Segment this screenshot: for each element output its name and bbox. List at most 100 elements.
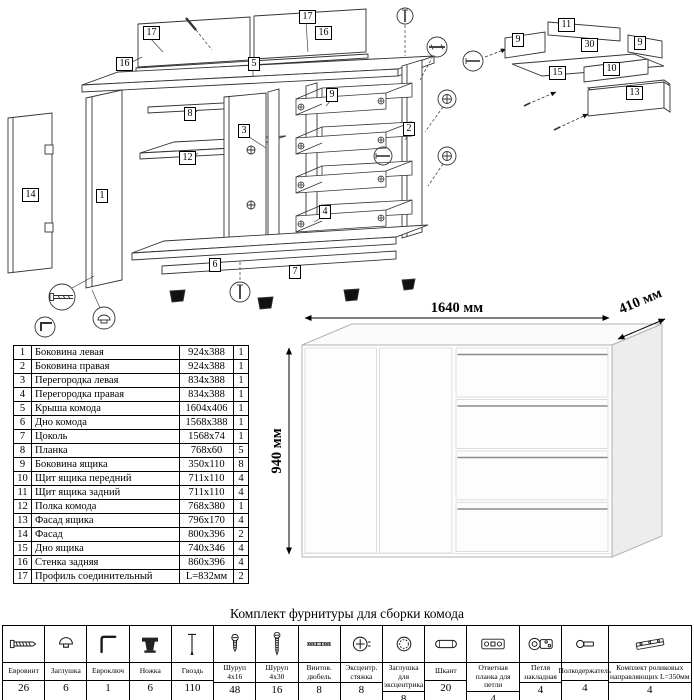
hardware-item: Ножка 6 bbox=[128, 626, 171, 700]
diagram-part-label: 16 bbox=[116, 57, 133, 71]
part-number: 2 bbox=[13, 359, 32, 374]
part-number: 8 bbox=[13, 443, 32, 458]
parts-table-row: 1 Боковина левая 924x388 1 bbox=[13, 345, 249, 360]
part-size: 1604x406 bbox=[179, 401, 234, 416]
shelf-pin-icon bbox=[562, 626, 607, 662]
hardware-item-qty: 110 bbox=[184, 682, 201, 694]
hardware-item-name: Шуруп 4x16 bbox=[214, 662, 256, 684]
callout-plug-icon bbox=[91, 289, 116, 330]
part-number: 5 bbox=[13, 401, 32, 416]
diagram-part-label: 17 bbox=[143, 26, 160, 40]
nail-icon bbox=[172, 626, 213, 662]
part-name: Цоколь bbox=[31, 429, 180, 444]
part-number: 10 bbox=[13, 471, 32, 486]
hardware-item: Гвоздь 110 bbox=[170, 626, 214, 700]
hardware-item-qty: 1 bbox=[105, 682, 111, 694]
part-name: Профиль соединительный bbox=[31, 569, 180, 584]
diagram-part-label: 4 bbox=[319, 205, 331, 219]
hardware-item-qty: 6 bbox=[147, 682, 154, 694]
top-screw-glyph bbox=[185, 17, 197, 31]
part-number: 11 bbox=[13, 485, 32, 500]
parts-table-row: 8 Планка 768x60 5 bbox=[13, 443, 249, 458]
parts-table-row: 4 Перегородка правая 834x388 1 bbox=[13, 387, 249, 402]
hardware-item-name: Ответная планка для петли bbox=[467, 662, 519, 692]
depth-dimension-label: 410 мм bbox=[617, 288, 665, 318]
diagram-part-label: 2 bbox=[403, 122, 415, 136]
hardware-item-qty: 8 bbox=[400, 692, 407, 700]
callout-confirmat-vertical-icon bbox=[229, 262, 251, 303]
hardware-item-name: Заглушка bbox=[45, 662, 87, 681]
part-qty: 4 bbox=[233, 485, 249, 500]
depth-dimension-arrow bbox=[617, 318, 666, 340]
part-size: 711x110 bbox=[179, 485, 234, 500]
part-name: Щит ящика задний bbox=[31, 485, 180, 500]
part-size: 1568x74 bbox=[179, 429, 234, 444]
drawer-stack bbox=[295, 82, 413, 233]
width-dimension-label: 1640 мм bbox=[431, 300, 484, 316]
screw-long-icon bbox=[256, 626, 297, 662]
part-size: L=832мм bbox=[179, 569, 234, 584]
hardware-item-name: Евроключ bbox=[87, 662, 129, 681]
parts-table-row: 6 Дно комода 1568x388 1 bbox=[13, 415, 249, 430]
parts-table-row: 5 Крыша комода 1604x406 1 bbox=[13, 401, 249, 416]
part-name: Фасад bbox=[31, 527, 180, 542]
callout-cam-lock-icon bbox=[424, 89, 457, 133]
part-size: 924x388 bbox=[179, 345, 234, 360]
diagram-part-label: 12 bbox=[179, 151, 196, 165]
callout-screw-detail-icon bbox=[462, 48, 507, 72]
diagram-part-label: 8 bbox=[184, 107, 196, 121]
hardware-item-qty: 4 bbox=[490, 692, 496, 700]
hardware-item: Шуруп 4x16 48 bbox=[213, 626, 256, 700]
hardware-item-name: Шкант bbox=[425, 662, 467, 681]
euroscrew-icon bbox=[3, 626, 44, 662]
hardware-item: Евроключ 1 bbox=[86, 626, 129, 700]
part-qty: 1 bbox=[233, 429, 249, 444]
hardware-item-qty: 16 bbox=[271, 684, 283, 697]
part-number: 1 bbox=[13, 345, 32, 360]
screw-short-icon bbox=[214, 626, 255, 662]
diagram-part-label: 9 bbox=[326, 88, 338, 102]
parts-table-row: 3 Перегородка левая 834x388 1 bbox=[13, 373, 249, 388]
hardware-table: Евровинт 26 Заглушка 6 Евроключ 1 Ножка … bbox=[2, 625, 692, 700]
drawer-slide-icon bbox=[609, 626, 691, 662]
hardware-item: Эксцентр. стяжка 8 bbox=[339, 626, 382, 700]
cam-cover-icon bbox=[383, 626, 424, 662]
part-name: Щит ящика передний bbox=[31, 471, 180, 486]
part-size: 350x110 bbox=[179, 457, 234, 472]
parts-table: 1 Боковина левая 924x388 1 2 Боковина пр… bbox=[13, 345, 249, 584]
parts-table-row: 16 Стенка задняя 860x396 4 bbox=[13, 555, 249, 570]
part-size: 1568x388 bbox=[179, 415, 234, 430]
hardware-item: Ответная планка для петли 4 bbox=[466, 626, 519, 700]
diagram-part-label: 5 bbox=[248, 57, 260, 71]
hardware-item-name: Заглушка для эксцентрика bbox=[382, 662, 425, 692]
part-name: Перегородка правая bbox=[31, 387, 180, 402]
hinge-plate-icon bbox=[467, 626, 519, 662]
part-number: 7 bbox=[13, 429, 32, 444]
part-qty: 8 bbox=[233, 457, 249, 472]
centre-facade-panel bbox=[223, 92, 267, 251]
diagram-part-label: 11 bbox=[558, 18, 575, 32]
part-number: 9 bbox=[13, 457, 32, 472]
parts-table-row: 13 Фасад ящика 796x170 4 bbox=[13, 513, 249, 528]
hardware-item-qty: 4 bbox=[582, 682, 588, 694]
part-name: Перегородка левая bbox=[31, 373, 180, 388]
hardware-item-name: Эксцентр. стяжка bbox=[340, 662, 382, 684]
parts-table-row: 17 Профиль соединительный L=832мм 2 bbox=[13, 569, 249, 584]
hardware-item: Полкодержатель 4 bbox=[559, 626, 611, 700]
hardware-item: Заглушка для эксцентрика 8 bbox=[381, 626, 425, 700]
part-number: 17 bbox=[13, 569, 32, 584]
parts-table-row: 12 Полка комода 768x380 1 bbox=[13, 499, 249, 514]
part-size: 834x388 bbox=[179, 373, 234, 388]
part-number: 14 bbox=[13, 527, 32, 542]
hardware-kit-title: Комплект фурнитуры для сборки комода bbox=[229, 606, 464, 621]
hardware-item-name: Шуруп 4x30 bbox=[256, 662, 298, 684]
part-name: Крыша комода bbox=[31, 401, 180, 416]
diagram-part-label: 9 bbox=[512, 33, 524, 47]
hardware-item: Евровинт 26 bbox=[3, 626, 45, 700]
hardware-item-name: Винтов. дюбель bbox=[298, 662, 340, 684]
part-size: 800x396 bbox=[179, 527, 234, 542]
diagram-part-label: 10 bbox=[603, 62, 620, 76]
dresser-top-face bbox=[301, 323, 663, 346]
part-qty: 4 bbox=[233, 555, 249, 570]
